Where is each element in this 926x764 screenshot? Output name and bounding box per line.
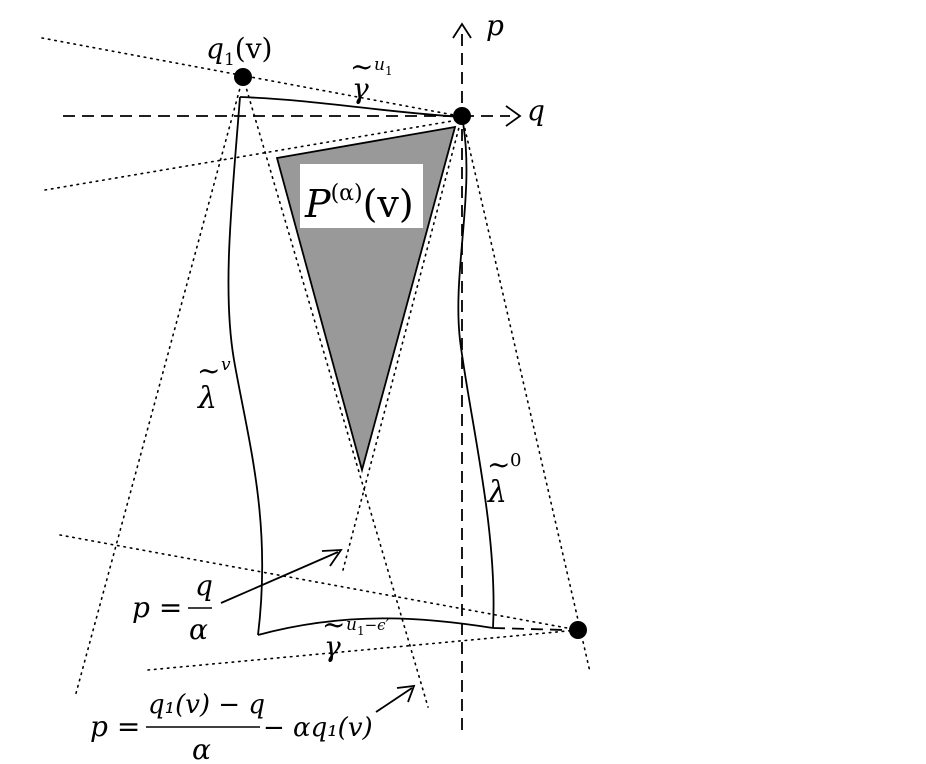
marked-points (234, 68, 587, 639)
dotted-line-origin-right (461, 115, 591, 673)
svg-text:v: v (221, 355, 231, 375)
label-lambda-0: ~ λ 0 (487, 448, 521, 510)
axes: p q (63, 9, 545, 730)
svg-text:q: q (195, 569, 213, 602)
svg-text:~: ~ (322, 608, 345, 641)
dotted-line-from-q1-left (74, 76, 244, 698)
svg-text:γ: γ (352, 72, 369, 105)
svg-text:p =: p = (90, 710, 140, 743)
equation-p-equals-q1-minus-q: p = q₁(v) − q α − αq₁(v) (90, 690, 373, 764)
svg-text:~: ~ (197, 354, 220, 387)
svg-text:α: α (189, 613, 208, 646)
svg-text:0: 0 (510, 450, 521, 471)
dotted-line-p-equals-q-over-alpha (342, 115, 463, 571)
q-axis-label: q (527, 94, 545, 127)
region-label: P(α)(v) (304, 181, 414, 226)
dotted-line-lower (147, 629, 579, 671)
point-origin (453, 107, 471, 125)
label-gamma-u1-minus-eps: ~ γ u1−ϵ′ (322, 608, 390, 663)
svg-text:~: ~ (487, 448, 510, 481)
region-label-background (300, 164, 423, 228)
arrow-eq2-head (396, 684, 416, 703)
svg-text:u1−ϵ′: u1−ϵ′ (346, 615, 390, 638)
svg-text:u1: u1 (374, 55, 393, 78)
svg-text:~: ~ (350, 50, 373, 83)
svg-text:λ: λ (487, 475, 507, 510)
arrow-eq1-head (321, 549, 343, 567)
label-lambda-v: ~ λ v (197, 354, 231, 416)
curve-gamma-u1 (239, 96, 463, 118)
boundary-curves (227, 96, 566, 636)
label-gamma-u1: ~ γ u1 (350, 50, 393, 105)
svg-text:γ: γ (324, 630, 341, 663)
svg-text:q₁(v) − q: q₁(v) − q (148, 690, 265, 720)
point-q1 (234, 68, 252, 86)
curve-gamma-u1-minus-eps (257, 617, 494, 636)
arrow-eq2-shaft (375, 687, 413, 713)
dotted-line-upper-left (44, 117, 471, 191)
curve-lambda-0 (457, 116, 495, 629)
p-axis-label: p (486, 9, 504, 42)
arrow-eq1-shaft (220, 551, 339, 604)
point-lower-right (569, 621, 587, 639)
dotted-line-top-left (41, 37, 471, 119)
curve-lambda-v (227, 96, 264, 636)
q-axis-arrowhead (505, 105, 522, 127)
label-q1v: q1(v) (206, 32, 272, 70)
svg-text:α: α (192, 733, 211, 764)
curve-gamma-extension (492, 627, 566, 631)
equation-p-equals-q-over-alpha: p = q α (132, 569, 213, 646)
svg-text:λ: λ (197, 381, 217, 416)
svg-text:p =: p = (132, 591, 182, 624)
dotted-line-from-q1-right (242, 76, 429, 708)
p-axis-arrowhead (452, 22, 472, 39)
dotted-guide-lines (41, 37, 591, 708)
svg-text:− αq₁(v): − αq₁(v) (263, 713, 373, 743)
